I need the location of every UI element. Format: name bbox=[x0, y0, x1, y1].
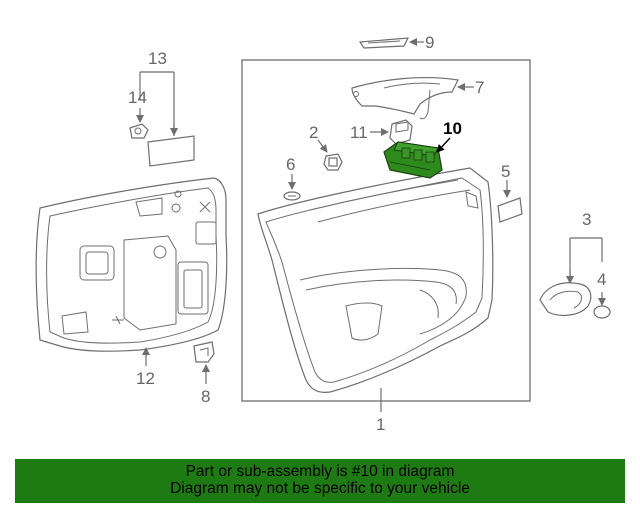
clip-part-2 bbox=[323, 153, 343, 171]
banner-line-2: Diagram may not be specific to your vehi… bbox=[170, 480, 470, 497]
door-handle-part-3 bbox=[539, 282, 592, 316]
water-deflector-part-12 bbox=[35, 177, 228, 352]
bracket-part-8 bbox=[193, 341, 215, 363]
cover-part-5 bbox=[497, 197, 523, 223]
callout-3: 3 bbox=[582, 210, 591, 229]
callout-13: 13 bbox=[148, 49, 167, 68]
callout-1: 1 bbox=[376, 415, 385, 434]
callout-12: 12 bbox=[136, 369, 155, 388]
bulb-part-14 bbox=[129, 123, 149, 139]
window-switch-part-10 bbox=[383, 141, 443, 179]
leader-2 bbox=[317, 139, 328, 153]
cap-part-4 bbox=[593, 305, 611, 319]
trim-strip-part-9 bbox=[358, 37, 410, 49]
callout-11: 11 bbox=[350, 123, 368, 142]
banner-line-1: Part or sub-assembly is #10 in diagram bbox=[185, 463, 455, 480]
callout-10: 10 bbox=[443, 119, 462, 138]
callout-5: 5 bbox=[501, 162, 510, 181]
callout-2: 2 bbox=[309, 123, 318, 142]
callout-9: 9 bbox=[425, 33, 434, 52]
leader-10 bbox=[436, 137, 451, 153]
callout-7: 7 bbox=[475, 78, 484, 97]
door-panel-assembly-frame bbox=[241, 59, 531, 402]
armrest-bezel-part-7 bbox=[351, 76, 459, 120]
callout-14: 14 bbox=[128, 88, 147, 107]
callout-4: 4 bbox=[597, 270, 606, 289]
callout-6: 6 bbox=[286, 155, 295, 174]
part-info-banner: Part or sub-assembly is #10 in diagram D… bbox=[15, 459, 625, 503]
switch-part-11 bbox=[389, 119, 413, 145]
push-pin-part-6 bbox=[283, 191, 301, 201]
callout-8: 8 bbox=[201, 387, 210, 406]
door-trim-panel bbox=[257, 167, 494, 393]
reflector-part-13 bbox=[147, 135, 195, 167]
